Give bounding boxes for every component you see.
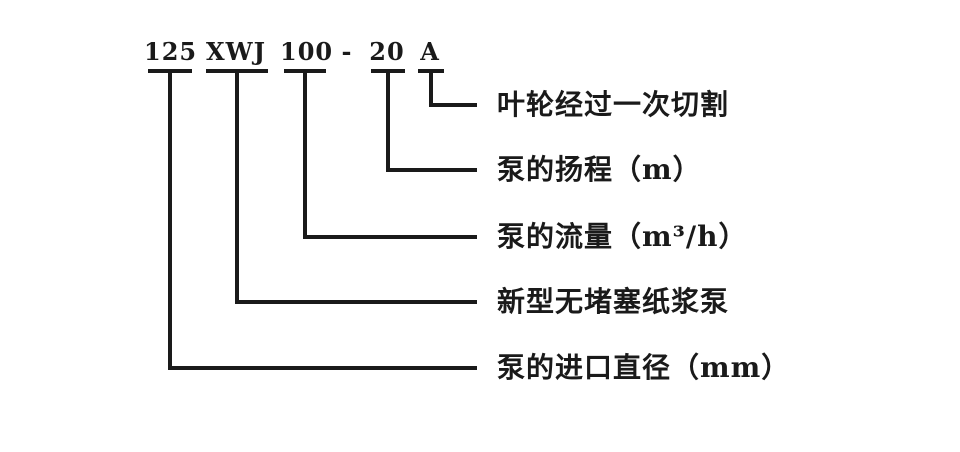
connector-vline-a: [429, 69, 433, 107]
connector-hline-inlet-diameter: [168, 366, 477, 370]
connector-vline-125: [168, 69, 172, 370]
connector-vline-xwj: [235, 69, 239, 304]
connector-hline-flow-rate: [303, 235, 477, 239]
code-segment-flow-rate: 100: [280, 37, 334, 66]
connector-vline-20: [386, 69, 390, 172]
connector-vline-100: [303, 69, 307, 239]
connector-hline-head: [386, 168, 477, 172]
code-segment-inlet-diameter: 125: [144, 37, 198, 66]
code-segment-pump-type: XWJ: [206, 37, 266, 66]
code-segment-separator: -: [341, 37, 353, 66]
label-pump-type: 新型无堵塞纸浆泵: [497, 285, 730, 318]
label-flow-rate: 泵的流量（m³/h）: [497, 220, 748, 253]
code-segment-head: 20: [369, 37, 405, 66]
label-head: 泵的扬程（m）: [497, 153, 702, 186]
code-segment-impeller-cut: A: [420, 37, 440, 66]
connector-hline-impeller-cut: [429, 103, 477, 107]
label-impeller-cut: 叶轮经过一次切割: [497, 88, 730, 121]
label-inlet-diameter: 泵的进口直径（mm）: [497, 351, 791, 384]
connector-hline-pump-type: [235, 300, 477, 304]
